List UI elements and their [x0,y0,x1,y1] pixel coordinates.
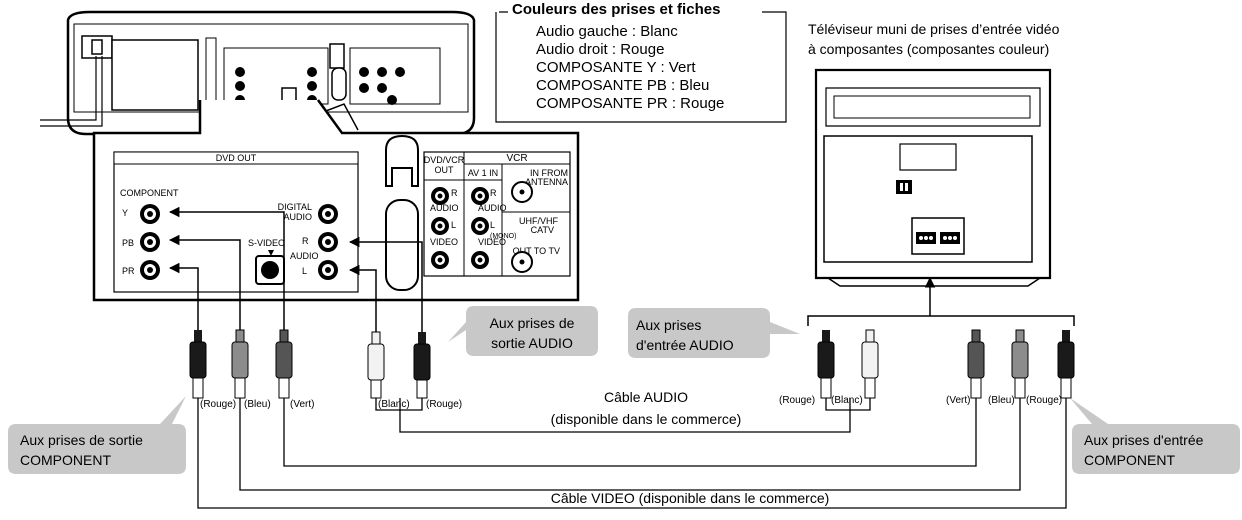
plug-label: (Rouge) [426,399,462,410]
legend-title: Couleurs des prises et fiches [512,1,720,18]
av1-in-label: AV 1 IN [468,168,498,178]
dvdvcr-out-label: DVD/VCR [424,155,465,165]
component-label: COMPONENT [120,188,179,198]
plug-label: (Vert) [290,399,314,410]
tv-caption: à composantes (composantes couleur) [808,41,1049,57]
connection-arrows [168,206,1075,340]
legend-line: COMPOSANTE PR : Rouge [536,95,724,112]
jack-audio-l [318,260,338,280]
callout-audio-in: Aux prises d'entrée AUDIO [628,308,800,358]
plug-right-y [967,329,985,399]
video-cable-y [283,398,977,467]
rear-panel: DVD OUT COMPONENT Y PB PR DIGITAL AUDIO … [92,99,580,302]
plug-left-audio-l [367,331,385,399]
label-text: Aux prises [636,317,701,333]
plug-label: (Vert) [946,395,970,406]
label-text: sortie AUDIO [491,335,573,351]
in-from-antenna-label: IN FROM [530,168,568,178]
legend-line: Audio droit : Rouge [536,41,664,58]
av1-audio-label: AUDIO [478,203,507,213]
dvdvcr-audio-label: AUDIO [430,203,459,213]
dvdvcr-video-label: VIDEO [430,237,458,247]
pr-label: PR [122,266,135,276]
video-cable-label: Câble VIDEO (disponible dans le commerce… [551,490,830,506]
tv-caption: Téléviseur muni de prises d’entrée vidéo [808,21,1060,37]
dvd-vcr-unit-illustration [40,10,476,136]
label-text: d'entrée AUDIO [636,337,734,353]
out-to-tv-label: OUT TO TV [513,246,560,256]
plug-label: (Rouge) [779,395,815,406]
jack-y [140,204,160,224]
video-cable-pr [197,398,1067,509]
plug-right-pr [1057,330,1075,399]
callout-component-out: Aux prises de sortie COMPONENT [8,396,186,474]
callout-audio-out: Aux prises de sortie AUDIO [448,306,598,356]
cables [197,398,1067,509]
y-label: Y [122,208,128,218]
audio-cable-l [399,398,851,433]
audio-l-label: L [302,266,307,276]
av1-r-label: R [490,188,497,198]
label-text: Aux prises d'entrée [1084,432,1204,448]
plug-left-y [275,329,293,399]
jack-audio-r [318,232,338,252]
dvdvcr-out-label: OUT [435,165,455,175]
dvd-out-label: DVD OUT [216,153,257,163]
audio-r-label: R [302,236,309,246]
legend-line: COMPOSANTE PB : Bleu [536,77,709,94]
av1-video-label: VIDEO [478,237,506,247]
plug-label: (Bleu) [988,395,1015,406]
callout-component-in: Aux prises d'entrée COMPONENT [1070,398,1240,474]
label-text: COMPONENT [20,452,111,468]
label-text: Aux prises de sortie [20,432,143,448]
legend-line: COMPOSANTE Y : Vert [536,59,696,76]
jack-digital-audio [318,204,338,224]
plug-label: (Bleu) [244,399,271,410]
audio-cable-label: Câble AUDIO [604,389,688,405]
video-cable-pb [239,398,1021,491]
audio-label: AUDIO [290,251,319,261]
digital-audio-label: DIGITAL [278,202,312,212]
dvdvcr-l-label: L [451,220,456,230]
av1-l-label: L [490,220,495,230]
television-illustration [814,68,1052,287]
jack-out-to-tv [511,251,533,273]
jack-pr [140,260,160,280]
plug-right-audio-r [817,330,835,399]
pb-label: PB [122,238,134,248]
audio-cable-label: (disponible dans le commerce) [551,411,742,427]
uhf-vhf-label: UHF/VHF [519,216,558,226]
plug-label: (Blanc) [378,399,410,410]
plug-left-pr [189,330,207,399]
s-video-label: S-VIDEO [248,238,285,248]
legend-line: Audio gauche : Blanc [536,23,678,40]
vcr-label: VCR [506,153,527,164]
mono-label: (MONO) [490,233,516,240]
legend-box: Couleurs des prises et fiches Audio gauc… [495,1,787,123]
plug-right-pb [1011,329,1029,399]
plug-left-pb [231,329,249,399]
label-text: COMPONENT [1084,452,1175,468]
uhf-vhf-label: CATV [531,225,554,235]
plug-left-audio-r [413,332,431,399]
dvdvcr-r-label: R [451,188,458,198]
label-text: Aux prises de [490,315,575,331]
jack-pb [140,232,160,252]
in-from-antenna-label: ANTENNA [525,177,568,187]
plug-label: (Rouge) [200,399,236,410]
jack-antenna-in [511,181,533,203]
digital-audio-label: AUDIO [283,212,312,222]
plug-label: (Rouge) [1026,395,1062,406]
plug-label: (Blanc) [831,395,863,406]
plug-right-audio-l [861,329,879,399]
